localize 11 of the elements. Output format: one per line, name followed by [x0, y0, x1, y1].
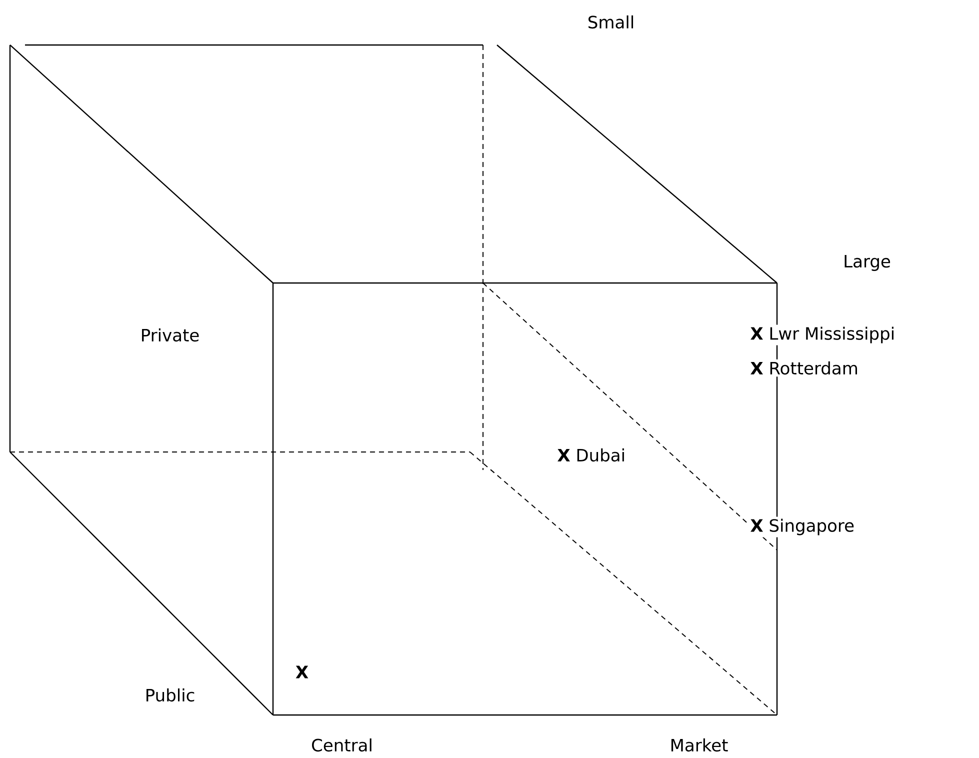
axis-label: Market	[668, 736, 730, 754]
axis-label: X	[293, 664, 311, 680]
axis-label: X Lwr Mississippi	[748, 324, 898, 346]
axis-label: X Dubai	[555, 446, 628, 464]
axis-label: Large	[841, 253, 893, 273]
axis-label: Private	[138, 326, 202, 344]
axis-label: X Singapore	[748, 516, 856, 538]
axis-label: X Rotterdam	[748, 359, 860, 377]
axis-label: Public	[142, 686, 198, 704]
axis-label: Central	[309, 736, 375, 754]
axis-label: Small	[585, 13, 637, 31]
